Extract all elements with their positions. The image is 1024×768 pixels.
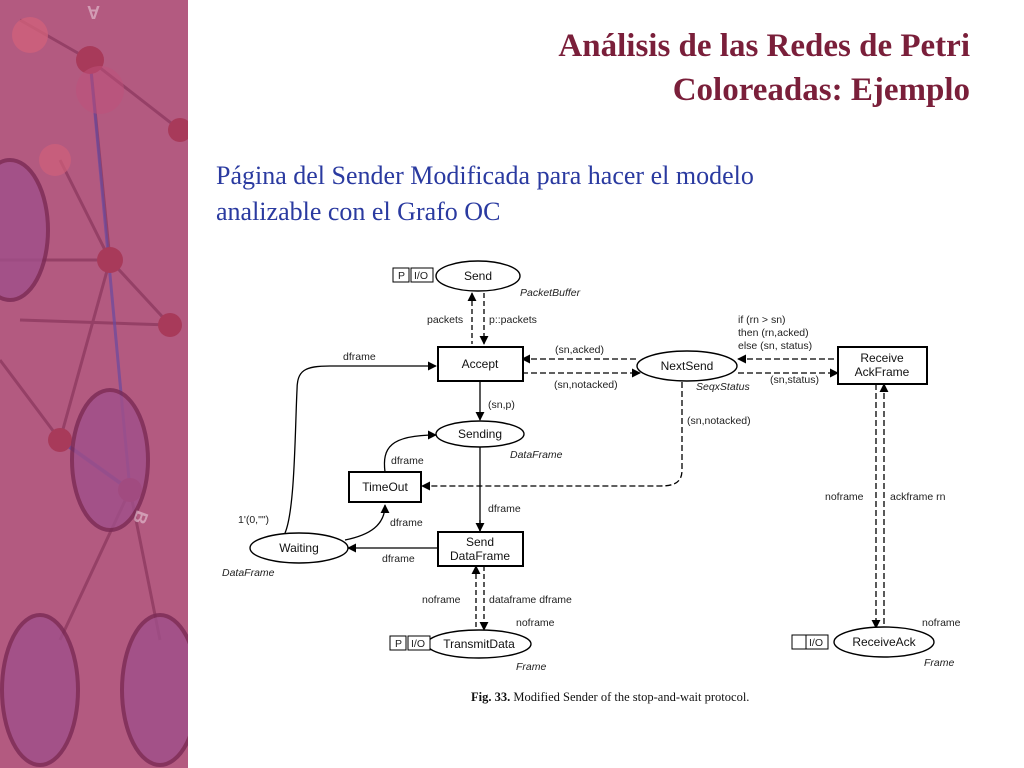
arc-waiting-timeout <box>344 504 390 541</box>
transition-receiveackframe-label-1: Receive <box>860 351 904 365</box>
arc-label-noframe-right: noframe <box>825 491 864 503</box>
arc-label-sn-notacked-2: (sn,notacked) <box>687 415 751 427</box>
arc-label-noframe-below: noframe <box>516 617 555 629</box>
port-tag-transmit-p <box>389 635 407 651</box>
slide-subtitle-line-2: analizable con el Grafo OC <box>216 197 501 226</box>
arc-waiting-accept <box>284 361 437 534</box>
transition-timeout-label: TimeOut <box>362 480 408 494</box>
place-waiting-label: Waiting <box>279 541 319 555</box>
arc-label-guard-1: if (rn > sn) <box>738 314 786 326</box>
arc-label-guard-3: else (sn, status) <box>738 340 812 352</box>
colorset-packetbuffer: PacketBuffer <box>520 287 581 299</box>
place-receiveack <box>833 626 935 658</box>
transition-accept-label: Accept <box>462 357 499 371</box>
port-io-label-3: I/O <box>809 637 823 649</box>
slide-title-line-2: Coloreadas: Ejemplo <box>672 72 970 108</box>
slide-title: Análisis de las Redes de Petri Coloreada… <box>558 24 970 112</box>
sidebar-letter-a: A <box>87 2 100 22</box>
slide-title-line-1: Análisis de las Redes de Petri <box>558 28 970 64</box>
transition-senddataframe-label-1: Send <box>466 535 494 549</box>
place-nextsend-label: NextSend <box>661 359 714 373</box>
figure-caption: Fig. 33. Modified Sender of the stop-and… <box>471 690 749 704</box>
place-receiveack-label: ReceiveAck <box>852 635 916 649</box>
arc-label-packets: packets <box>427 314 463 326</box>
arc-label-dframe-timeout: dframe <box>391 455 424 467</box>
arc-label-guard-2: then (rn,acked) <box>738 327 809 339</box>
arc-label-dataframe-dframe: dataframe dframe <box>489 594 572 606</box>
arc-label-noframe-left: noframe <box>422 594 461 606</box>
sidebar-letter-b: B <box>129 508 152 527</box>
place-send-label: Send <box>464 269 492 283</box>
transition-receiveackframe <box>837 346 928 385</box>
port-tag-send-io <box>410 267 434 283</box>
port-tag-receiveack-io <box>805 634 829 650</box>
colorset-seqxstatus: SeqxStatus <box>696 381 750 393</box>
arc-label-p-packets: p::packets <box>489 314 537 326</box>
port-tag-transmit-io <box>407 635 431 651</box>
place-sending-label: Sending <box>458 427 502 441</box>
arc-label-dframe-top: dframe <box>343 351 376 363</box>
place-nextsend <box>636 350 738 382</box>
port-p-label-2: P <box>395 638 402 650</box>
arc-label-initial-marking: 1'(0,"") <box>238 514 269 526</box>
colorset-dataframe-waiting: DataFrame <box>222 567 275 579</box>
arc-label-ackframe-rn: ackframe rn <box>890 491 946 503</box>
colorset-dataframe-sending: DataFrame <box>510 449 563 461</box>
colorset-frame-receive: Frame <box>924 657 954 669</box>
place-sending <box>435 420 525 448</box>
transition-senddataframe <box>437 531 524 567</box>
port-io-label-2: I/O <box>411 638 425 650</box>
arc-nextsend-timeout <box>421 382 683 491</box>
arc-label-sn-acked: (sn,acked) <box>555 344 604 356</box>
port-p-label: P <box>398 270 405 282</box>
place-waiting <box>249 532 349 564</box>
arc-label-noframe-receive: noframe <box>922 617 961 629</box>
transition-timeout <box>348 471 422 503</box>
figure-caption-number: Fig. 33. <box>471 690 510 704</box>
colorset-frame-transmit: Frame <box>516 661 546 673</box>
arc-label-dframe-waiting-in: dframe <box>390 517 423 529</box>
slide-subtitle-line-1: Página del Sender Modificada para hacer … <box>216 161 754 190</box>
arc-label-sn-status: (sn,status) <box>770 374 819 386</box>
transition-senddataframe-label-2: DataFrame <box>450 549 510 563</box>
arc-label-sn-p: (sn,p) <box>488 399 515 411</box>
port-io-label: I/O <box>414 270 428 282</box>
transition-receiveackframe-label-2: AckFrame <box>855 365 910 379</box>
petri-net-diagram: P I/O P I/O I/O Send Sending Waiting Nex… <box>222 260 961 704</box>
transition-accept <box>437 346 524 382</box>
arc-label-dframe-waiting-out: dframe <box>382 553 415 565</box>
port-tag-send-p <box>392 267 410 283</box>
arc-timeout-sending <box>383 430 437 473</box>
arc-label-dframe-send: dframe <box>488 503 521 515</box>
slide-subtitle: Página del Sender Modificada para hacer … <box>216 158 916 230</box>
figure-caption-text: Modified Sender of the stop-and-wait pro… <box>510 690 749 704</box>
place-transmitdata-label: TransmitData <box>443 637 515 651</box>
sidebar-decoration: A B <box>0 0 188 768</box>
place-send <box>435 260 521 292</box>
arc-label-sn-notacked-1: (sn,notacked) <box>554 379 618 391</box>
